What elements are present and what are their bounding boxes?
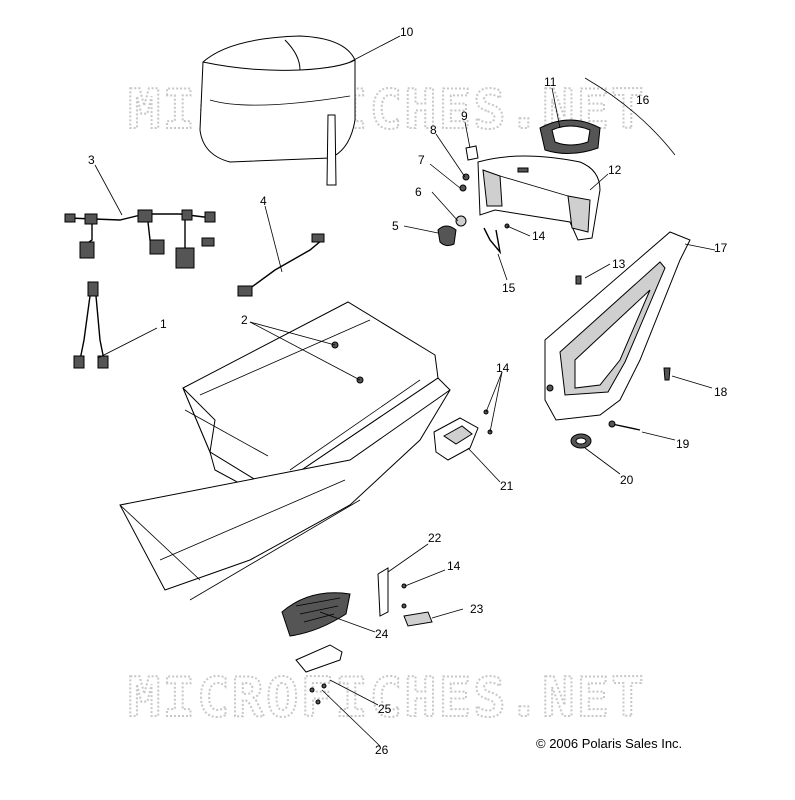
callout-1[interactable]: 1 [160,317,167,331]
part-small-screws[interactable] [401,223,510,609]
part-grommet[interactable] [570,433,592,449]
callout-21[interactable]: 21 [500,479,514,493]
part-wire-lead[interactable] [237,233,325,297]
part-plate[interactable] [295,644,343,673]
part-side-panel[interactable] [544,231,691,421]
callout-10[interactable]: 10 [400,25,414,39]
callout-24[interactable]: 24 [375,627,389,641]
part-tail-light[interactable] [539,119,601,154]
part-foot-rest[interactable] [281,592,351,637]
callout-4[interactable]: 4 [260,194,267,208]
callout-20[interactable]: 20 [620,473,634,487]
part-bracket[interactable] [433,417,479,461]
callout-11[interactable]: 11 [544,75,557,89]
part-rear-housing[interactable] [477,155,601,241]
part-bushing[interactable] [455,215,467,227]
callout-17[interactable]: 17 [714,241,728,255]
part-mount-strap[interactable] [377,567,389,617]
callout-25[interactable]: 25 [378,702,392,716]
callout-7[interactable]: 7 [418,153,425,167]
part-clip[interactable] [465,145,479,161]
watermark-bottom: MICROFICHES.NET [128,666,646,729]
part-chassis-tunnel[interactable] [119,301,451,601]
callout-14-low[interactable]: 14 [447,559,461,573]
part-bolt[interactable] [608,420,641,431]
callout-14-top[interactable]: 14 [532,229,546,243]
callout-12[interactable]: 12 [608,163,622,177]
part-pad[interactable] [403,611,433,627]
callout-5[interactable]: 5 [392,219,399,233]
callout-18[interactable]: 18 [714,385,728,399]
callout-3[interactable]: 3 [88,153,95,167]
part-seat-cushion[interactable] [199,35,356,186]
part-rivets[interactable] [309,683,327,705]
part-handle-rod[interactable] [483,227,502,255]
part-screw[interactable] [663,367,671,381]
callout-26[interactable]: 26 [375,743,389,757]
leader-lines [94,35,716,747]
part-pin[interactable] [575,275,582,285]
callout-2[interactable]: 2 [241,313,248,327]
copyright-notice: © 2006 Polaris Sales Inc. [536,736,682,751]
callout-15[interactable]: 15 [502,281,516,295]
callout-19[interactable]: 19 [676,437,690,451]
callout-16[interactable]: 16 [636,93,650,107]
callout-22[interactable]: 22 [428,531,442,545]
part-washer[interactable] [459,184,467,192]
callout-numbers: 10 3 1 4 2 5 6 7 8 9 11 16 12 13 14 15 1… [88,25,728,757]
callout-9[interactable]: 9 [461,109,468,123]
part-wire-harness[interactable] [64,209,216,269]
callout-8[interactable]: 8 [430,123,437,137]
part-knob[interactable] [437,225,457,247]
callout-14-mid[interactable]: 14 [496,361,510,375]
part-light-lead [584,77,676,156]
part-nut[interactable] [462,173,470,181]
part-small-harness[interactable] [73,281,109,369]
callout-23[interactable]: 23 [470,602,484,616]
callout-6[interactable]: 6 [415,185,422,199]
callout-13[interactable]: 13 [612,257,626,271]
